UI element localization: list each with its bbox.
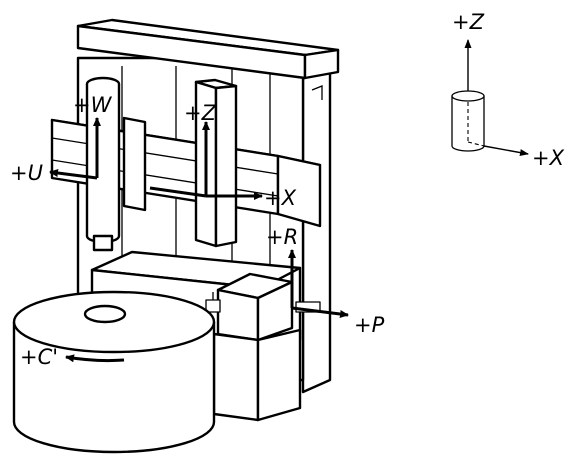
coordinate-legend: +Z +X xyxy=(451,10,565,170)
label-c: +C' xyxy=(20,345,58,369)
side-head xyxy=(205,272,321,422)
u-axis-arrow xyxy=(49,169,98,180)
label-p: +P xyxy=(354,313,385,337)
legend-label-z: +Z xyxy=(452,10,485,34)
p-axis-arrow xyxy=(291,306,349,318)
legend-label-x: +X xyxy=(532,146,565,170)
legend-x-arrow xyxy=(483,145,529,157)
label-r: +R xyxy=(266,225,298,249)
c-axis-arrow xyxy=(65,354,125,363)
label-x: +X xyxy=(264,186,297,210)
x-axis-arrow-left xyxy=(149,186,207,198)
label-w: +W xyxy=(73,93,113,117)
axis-labels: +W +Z +U +X +R +P +C' xyxy=(10,93,385,369)
label-z: +Z xyxy=(184,101,217,125)
axis-arrows xyxy=(49,117,349,363)
rotary-table xyxy=(12,290,216,454)
label-u: +U xyxy=(10,161,43,185)
